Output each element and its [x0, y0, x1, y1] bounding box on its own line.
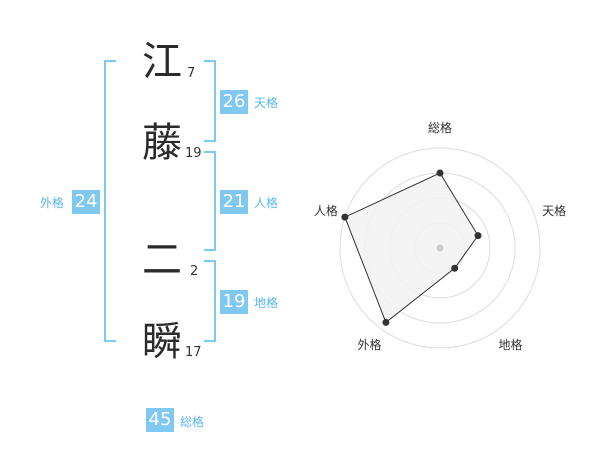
radar-axis-label-2: 地格 — [498, 337, 522, 352]
radar-axis-label-3: 外格 — [357, 337, 381, 352]
gaikaku-label: 外格 — [40, 196, 65, 210]
radar-area — [344, 172, 479, 324]
radar-center — [436, 244, 444, 252]
radar-axis-label-4: 人格 — [314, 203, 338, 218]
radar-point-2 — [451, 264, 459, 272]
stroke-count-4: 17 — [185, 345, 202, 360]
tenkaku-label: 天格 — [254, 96, 279, 110]
tenkaku-value: 26 — [220, 90, 248, 114]
chikaku-label: 地格 — [254, 296, 279, 310]
soukaku-value: 45 — [146, 408, 174, 432]
tenkaku-bracket — [204, 60, 216, 142]
name-char-3: 二 — [142, 237, 182, 283]
radar-axis-label-0: 総格 — [428, 120, 452, 135]
jinkaku-label: 人格 — [254, 196, 279, 210]
radar-point-1 — [474, 232, 482, 240]
stroke-count-2: 19 — [185, 146, 202, 161]
radar-point-0 — [436, 169, 444, 177]
radar-point-4 — [341, 213, 349, 221]
gaikaku-bracket — [104, 60, 116, 342]
stroke-count-1: 7 — [187, 66, 196, 81]
name-char-1: 江 — [142, 39, 182, 85]
soukaku-label: 総格 — [180, 415, 205, 429]
chikaku-bracket — [204, 260, 216, 342]
radar-point-3 — [382, 318, 390, 326]
jinkaku-value: 21 — [220, 190, 248, 214]
radar-axis-label-1: 天格 — [542, 203, 566, 218]
name-char-2: 藤 — [142, 120, 182, 166]
name-char-4: 瞬 — [142, 319, 182, 365]
gaikaku-value: 24 — [72, 190, 100, 214]
jinkaku-bracket — [204, 151, 216, 251]
chikaku-value: 19 — [220, 290, 248, 314]
stroke-count-3: 2 — [190, 264, 199, 279]
